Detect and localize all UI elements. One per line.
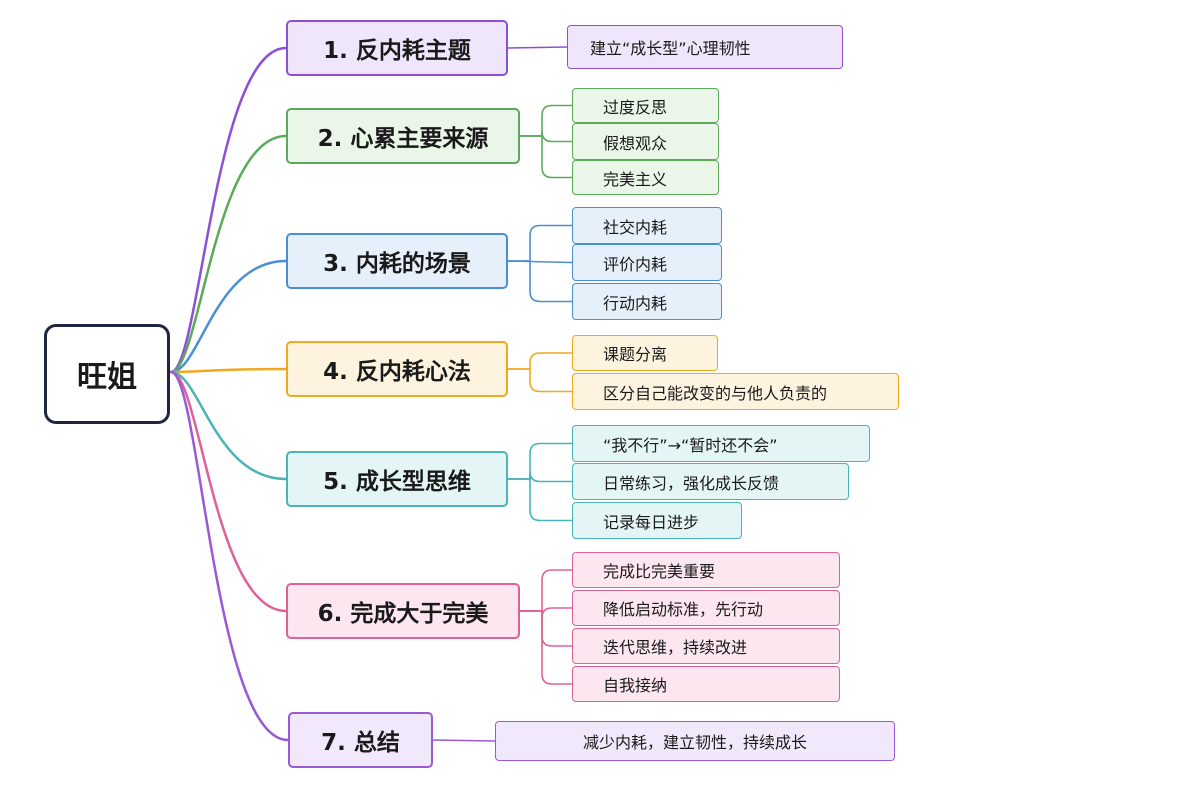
root-to-branch-connector xyxy=(169,367,288,374)
leaf-node: 建立“成长型”心理韧性 xyxy=(567,25,843,69)
root-node: 旺姐 xyxy=(44,324,170,424)
branch-to-leaf-connector xyxy=(519,607,573,619)
leaf-node: 评价内耗 xyxy=(572,244,722,281)
branch-to-leaf-connector xyxy=(432,739,496,742)
branch-to-leaf-connector xyxy=(519,569,573,612)
branch-node-7: 7. 总结 xyxy=(288,712,433,768)
branch-to-leaf-connector xyxy=(519,135,573,179)
branch-to-leaf-connector xyxy=(519,131,573,143)
leaf-node: 降低启动标准，先行动 xyxy=(572,590,840,626)
branch-node-2: 2. 心累主要来源 xyxy=(286,108,520,164)
leaf-node: 记录每日进步 xyxy=(572,502,742,539)
root-to-branch-connector xyxy=(169,259,288,374)
leaf-node: “我不行”→“暂时还不会” xyxy=(572,425,870,462)
branch-to-leaf-connector xyxy=(507,368,573,393)
root-to-branch-connector xyxy=(169,370,288,481)
branch-to-leaf-connector xyxy=(519,104,573,137)
root-to-branch-connector xyxy=(169,46,288,374)
leaf-node: 迭代思维，持续改进 xyxy=(572,628,840,664)
root-to-branch-connector xyxy=(169,370,290,742)
branch-node-4: 4. 反内耗心法 xyxy=(286,341,508,397)
leaf-node: 行动内耗 xyxy=(572,283,722,320)
leaf-node: 课题分离 xyxy=(572,335,718,371)
leaf-node: 自我接纳 xyxy=(572,666,840,702)
root-to-branch-connector xyxy=(169,370,288,613)
root-to-branch-connector xyxy=(169,134,288,374)
branch-to-leaf-connector xyxy=(507,442,573,480)
branch-node-6: 6. 完成大于完美 xyxy=(286,583,520,639)
branch-to-leaf-connector xyxy=(507,46,568,49)
leaf-node: 社交内耗 xyxy=(572,207,722,244)
branch-to-leaf-connector xyxy=(507,478,573,522)
branch-node-3: 3. 内耗的场景 xyxy=(286,233,508,289)
leaf-node: 过度反思 xyxy=(572,88,719,123)
leaf-node: 区分自己能改变的与他人负责的 xyxy=(572,373,899,410)
branch-to-leaf-connector xyxy=(519,610,573,647)
leaf-node: 完成比完美重要 xyxy=(572,552,840,588)
branch-to-leaf-connector xyxy=(507,352,573,370)
leaf-node: 减少内耗，建立韧性，持续成长 xyxy=(495,721,895,761)
leaf-node: 日常练习，强化成长反馈 xyxy=(572,463,849,500)
branch-to-leaf-connector xyxy=(507,260,573,303)
branch-to-leaf-connector xyxy=(507,471,573,483)
leaf-node: 完美主义 xyxy=(572,160,719,195)
branch-to-leaf-connector xyxy=(519,610,573,685)
branch-to-leaf-connector xyxy=(507,224,573,262)
branch-node-5: 5. 成长型思维 xyxy=(286,451,508,507)
leaf-node: 假想观众 xyxy=(572,123,719,160)
branch-node-1: 1. 反内耗主题 xyxy=(286,20,508,76)
